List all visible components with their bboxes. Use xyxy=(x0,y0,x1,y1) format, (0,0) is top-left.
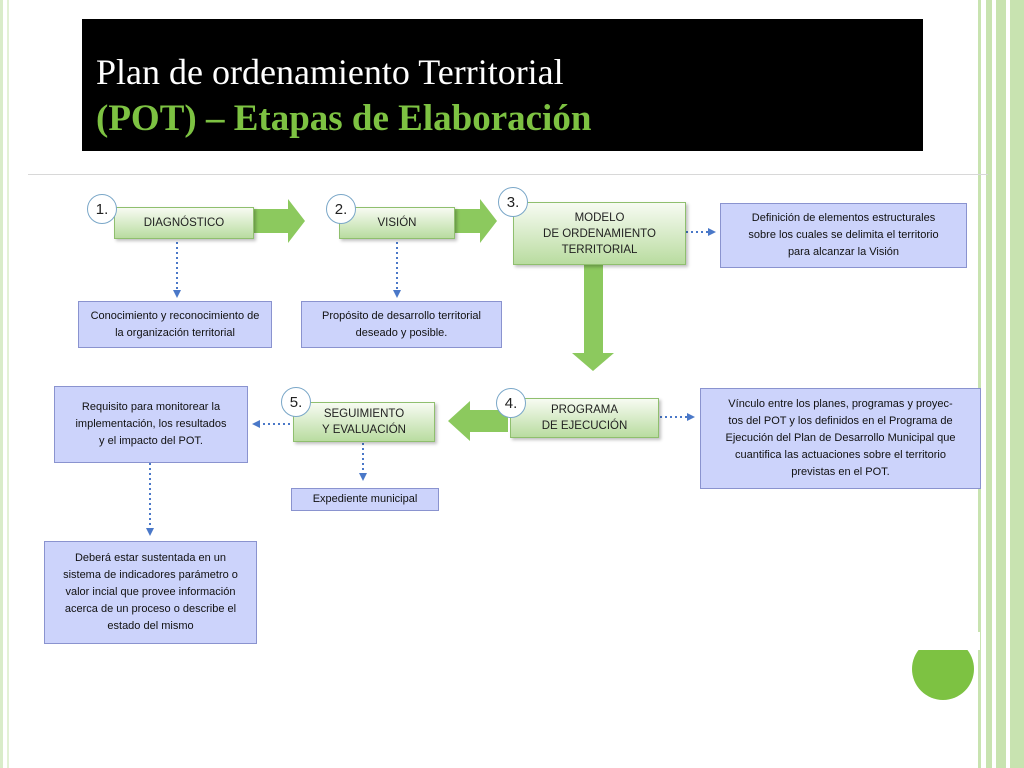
note-diagnostico: Conocimiento y reconocimiento de la orga… xyxy=(78,301,272,348)
slide-title-line2: (POT) – Etapas de Elaboración xyxy=(96,98,592,139)
stage-programa: PROGRAMA DE EJECUCIÓN xyxy=(510,398,659,438)
stage-seguimiento-label: SEGUIMIENTO Y EVALUACIÓN xyxy=(322,408,406,436)
stage-diagnostico: DIAGNÓSTICO xyxy=(114,207,254,239)
stage-vision-label: VISIÓN xyxy=(377,217,417,229)
note-vision-text: Propósito de desarrollo territorial dese… xyxy=(322,309,481,339)
left-border-stripe-inner xyxy=(7,0,9,768)
stage-modelo-label: MODELO DE ORDENAMIENTO TERRITORIAL xyxy=(543,211,656,256)
note-programa-text: Vínculo entre los planes, programas y pr… xyxy=(725,398,956,478)
title-banner: Plan de ordenamiento Territorial (POT) –… xyxy=(82,19,923,151)
stage-number-5: 5. xyxy=(281,387,311,417)
stage-diagnostico-label: DIAGNÓSTICO xyxy=(143,217,225,229)
note-modelo-text: Definición de elementos estructurales so… xyxy=(748,212,939,258)
decorative-circle-mask xyxy=(900,632,980,650)
stage-number-2: 2. xyxy=(326,194,356,224)
note-seguimiento-left-text: Requisito para monitorear la implementac… xyxy=(75,401,227,447)
stage-vision: VISIÓN xyxy=(339,207,455,239)
slide-title-line1: Plan de ordenamiento Territorial xyxy=(96,52,564,92)
right-border-stripe xyxy=(996,0,1006,768)
note-programa: Vínculo entre los planes, programas y pr… xyxy=(700,388,981,489)
flow-arrow-4-5 xyxy=(448,401,508,441)
stage-seguimiento: SEGUIMIENTO Y EVALUACIÓN xyxy=(293,402,435,442)
stage-number-3: 3. xyxy=(498,187,528,217)
stage-number-1: 1. xyxy=(87,194,117,224)
right-border-stripe xyxy=(1010,0,1024,768)
note-expediente: Expediente municipal xyxy=(291,488,439,511)
title-divider xyxy=(28,174,988,175)
stage-programa-label: PROGRAMA DE EJECUCIÓN xyxy=(541,404,628,432)
flow-arrow-1-2 xyxy=(252,199,305,243)
note-modelo: Definición de elementos estructurales so… xyxy=(720,203,967,268)
note-indicadores: Deberá estar sustentada en un sistema de… xyxy=(44,541,257,644)
stage-number-4: 4. xyxy=(496,388,526,418)
note-expediente-text: Expediente municipal xyxy=(312,493,418,505)
note-seguimiento-left: Requisito para monitorear la implementac… xyxy=(54,386,248,463)
note-vision: Propósito de desarrollo territorial dese… xyxy=(301,301,502,348)
flow-arrow-3-4 xyxy=(572,265,614,371)
right-border-stripe xyxy=(986,0,992,768)
note-indicadores-text: Deberá estar sustentada en un sistema de… xyxy=(63,552,238,632)
left-border-stripe xyxy=(0,0,3,768)
flow-arrow-2-3 xyxy=(455,199,497,243)
note-diagnostico-text: Conocimiento y reconocimiento de la orga… xyxy=(90,309,260,339)
right-border-stripe xyxy=(978,0,981,768)
stage-modelo: MODELO DE ORDENAMIENTO TERRITORIAL xyxy=(513,202,686,265)
